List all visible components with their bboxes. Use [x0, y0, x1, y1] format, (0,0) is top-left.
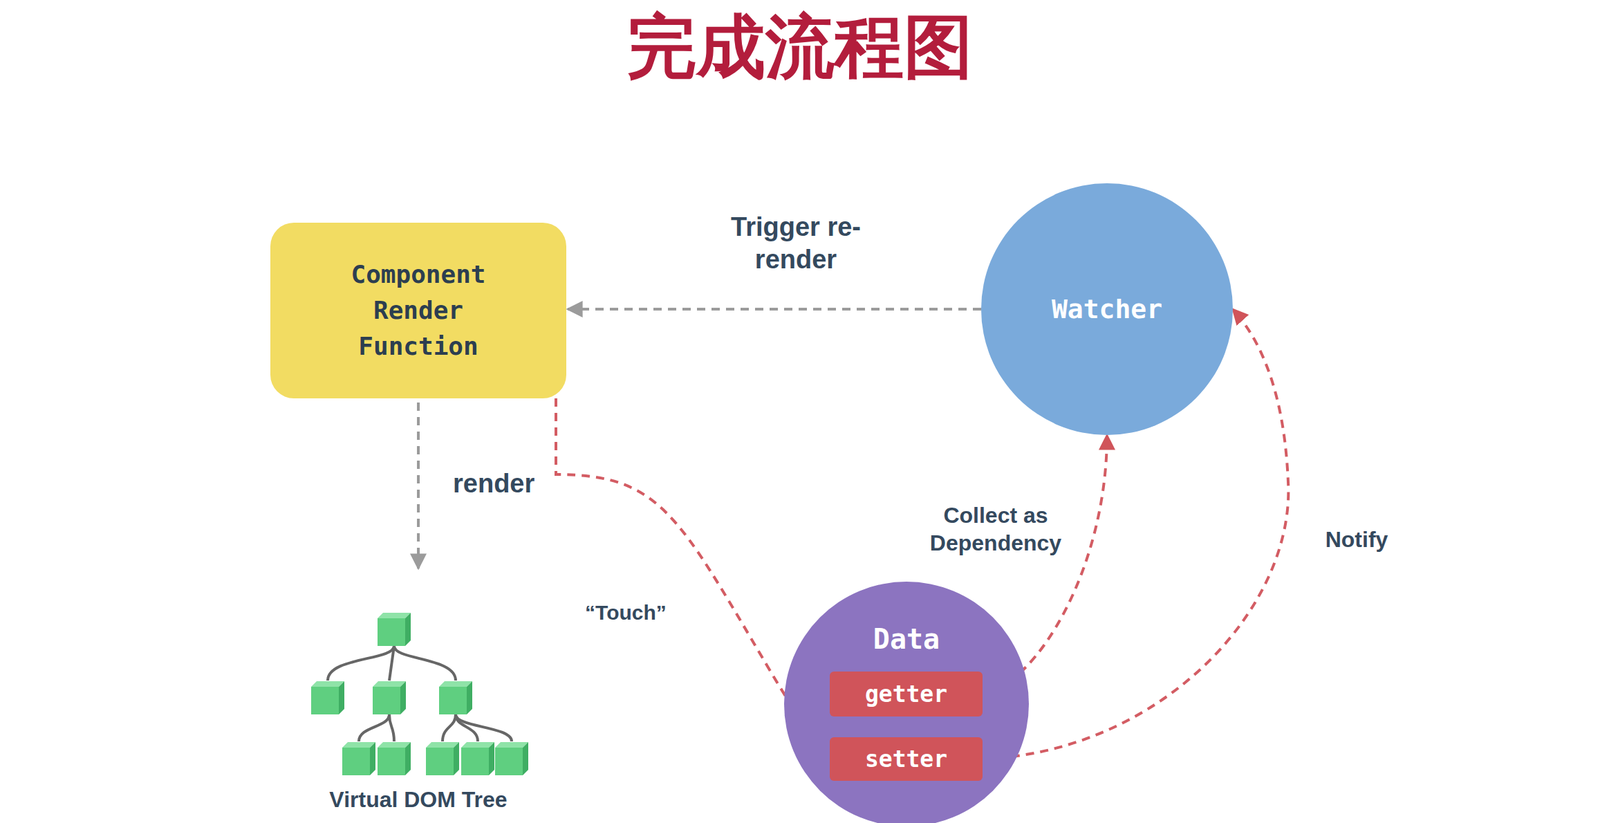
- node-text: Watcher: [1051, 293, 1163, 325]
- edge-label: Notify: [1321, 524, 1393, 555]
- tree-cube: [377, 612, 411, 646]
- tree-caption: Virtual DOM Tree: [329, 786, 507, 813]
- circle-fill: [784, 581, 1029, 823]
- tree-cube: [372, 681, 406, 715]
- tree-cube: [377, 741, 411, 776]
- edge-label: Collect as Dependency: [925, 499, 1067, 558]
- render-label: render: [452, 468, 535, 499]
- tree-cube: [495, 741, 529, 776]
- tree-cube: [461, 741, 495, 776]
- getter-box: getter: [829, 671, 983, 717]
- dashed-connector: [567, 307, 982, 311]
- tree-cubes: [311, 612, 529, 776]
- setter-box: setter: [829, 737, 983, 781]
- edge-label: “Touch”: [580, 598, 671, 628]
- diagram-title: 完成流程图: [0, 1, 1600, 95]
- render-arrow: [416, 402, 420, 569]
- node-text: setter: [864, 745, 948, 773]
- node-text: Component Render Function: [348, 256, 489, 365]
- circle-fill: [981, 183, 1233, 435]
- edge-label: Trigger re-render: [712, 209, 879, 278]
- node-text: getter: [864, 680, 948, 708]
- watcher-circle: Watcher: [981, 183, 1233, 435]
- data-circle: Data getter setter: [784, 581, 1029, 823]
- tree-cube: [342, 741, 376, 776]
- render-function-box: Component Render Function: [270, 222, 567, 399]
- tree-cube: [439, 681, 473, 715]
- tree-cube: [311, 681, 345, 715]
- tree-branches: [327, 645, 512, 742]
- tree-cube: [425, 741, 460, 776]
- node-text: Data: [784, 622, 1029, 656]
